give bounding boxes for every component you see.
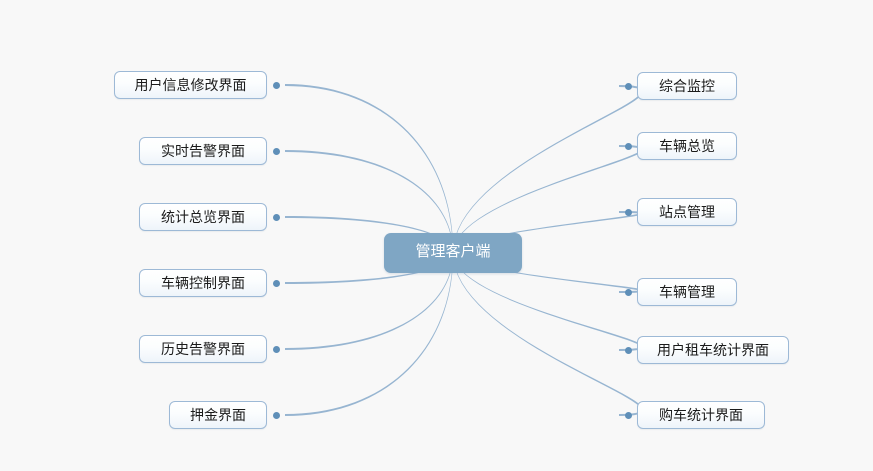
left-branch-label-5: 押金界面 [190, 407, 246, 423]
right-branch-node-3[interactable]: 车辆管理 [637, 278, 737, 306]
left-branch-edge-5 [285, 253, 454, 417]
left-connector-dot-0 [272, 81, 280, 89]
right-connector-dot-0 [624, 82, 632, 90]
left-connector-dot-3 [272, 279, 280, 287]
right-branch-label-0: 综合监控 [659, 78, 715, 94]
right-branch-label-3: 车辆管理 [659, 284, 715, 300]
right-branch-node-2[interactable]: 站点管理 [637, 198, 737, 226]
left-branch-label-4: 历史告警界面 [161, 341, 245, 357]
right-connector-dot-4 [624, 346, 632, 354]
right-branch-edge-5 [452, 253, 644, 417]
right-connector-dot-1 [624, 142, 632, 150]
left-connector-dot-1 [272, 147, 280, 155]
right-branch-node-0[interactable]: 综合监控 [637, 72, 737, 100]
left-connector-dot-2 [272, 213, 280, 221]
right-branch-node-4[interactable]: 用户租车统计界面 [637, 336, 789, 364]
right-connector-dot-5 [624, 411, 632, 419]
right-connector-dot-3 [624, 288, 632, 296]
central-node[interactable]: 管理客户端 [384, 233, 522, 273]
right-branch-label-1: 车辆总览 [659, 138, 715, 154]
left-connector-dot-4 [272, 345, 280, 353]
left-branch-edge-0 [285, 83, 454, 253]
left-branch-node-3[interactable]: 车辆控制界面 [139, 269, 267, 297]
left-branch-label-3: 车辆控制界面 [161, 275, 245, 291]
right-branch-label-2: 站点管理 [659, 204, 715, 220]
left-connector-dot-5 [272, 411, 280, 419]
left-branch-node-4[interactable]: 历史告警界面 [139, 335, 267, 363]
right-connector-dot-2 [624, 208, 632, 216]
right-branch-node-5[interactable]: 购车统计界面 [637, 401, 765, 429]
left-branch-label-0: 用户信息修改界面 [134, 77, 247, 93]
right-branch-node-1[interactable]: 车辆总览 [637, 132, 737, 160]
left-branch-label-1: 实时告警界面 [161, 143, 245, 159]
left-branch-label-2: 统计总览界面 [161, 209, 245, 225]
left-branch-node-5[interactable]: 押金界面 [169, 401, 267, 429]
right-branch-edge-0 [452, 84, 644, 253]
right-branch-label-5: 购车统计界面 [659, 407, 743, 423]
left-branch-node-2[interactable]: 统计总览界面 [139, 203, 267, 231]
left-branch-node-1[interactable]: 实时告警界面 [139, 137, 267, 165]
right-branch-label-4: 用户租车统计界面 [657, 342, 769, 358]
left-branch-node-0[interactable]: 用户信息修改界面 [114, 71, 267, 99]
